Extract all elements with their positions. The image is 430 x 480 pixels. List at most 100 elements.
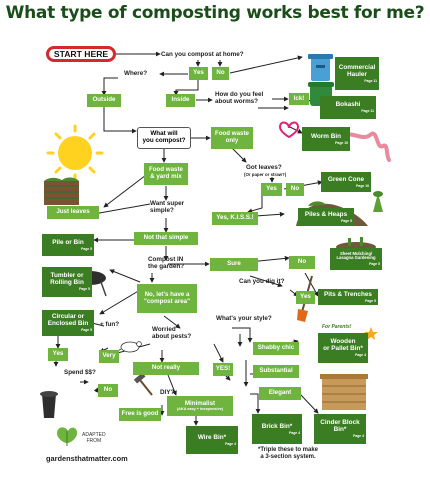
result-piles-heaps-page: Page 5 [341, 218, 352, 223]
answer-not-really: Not really [133, 362, 199, 375]
answer-outside: Outside [87, 94, 121, 107]
answer-substantial: Substantial [253, 365, 299, 378]
triple-footnote: *Triple these to make a 3-section system… [258, 447, 319, 461]
answer-very: Very [99, 350, 119, 363]
result-sheet-mulching-label: Sheet Mulching/ Lasagna Gardening [336, 250, 376, 261]
answer-just-leaves: Just leaves [47, 206, 99, 219]
result-bokashi-page: Page 11 [361, 109, 374, 114]
result-pits-trenches-label: Pits & Trenches [324, 290, 372, 298]
result-sheet-mulching-page: Page 5 [369, 261, 380, 266]
question-pests: Worried about pests? [152, 326, 192, 341]
for-parents-note: For Parents! [322, 324, 352, 330]
question-dig: Can you dig it? [239, 278, 285, 285]
star-icon [364, 327, 378, 340]
question-what-compost: What will you compost? [137, 127, 191, 149]
result-circular-bin: Circular or Enclosed Bin Page 5 [42, 310, 94, 336]
page-title: What type of composting works best for m… [5, 3, 425, 23]
result-pile-or-bin-page: Page 5 [81, 246, 92, 251]
result-wooden-pallet-bin-label: Wooden or Pallet Bin* [323, 338, 363, 353]
answer-minimalist-sub: (AKA easy + inexpensive) [176, 407, 224, 412]
result-bokashi: Bokashi Page 11 [320, 96, 376, 119]
question-what-compost-text: What will you compost? [142, 130, 186, 144]
answer-free-is-good: Free is good [119, 408, 161, 421]
answer-minimalist-label: Minimalist [184, 399, 216, 407]
answer-elegant: Elegant [259, 387, 301, 400]
result-commercial-hauler: Commercial Hauler Page 11 [335, 57, 379, 90]
result-piles-heaps-label: Piles & Heaps [304, 210, 348, 218]
result-commercial-hauler-label: Commercial Hauler [338, 63, 376, 78]
result-wire-bin-label: Wire Bin* [197, 433, 227, 441]
hammer-icon [133, 372, 153, 396]
answer-no-dig: No [289, 256, 315, 269]
result-worm-bin-page: Page 10 [335, 140, 348, 145]
answer-no-home: No [212, 67, 229, 80]
question-where: Where? [124, 70, 148, 77]
result-wire-bin: Wire Bin* Page 4 [186, 426, 238, 454]
answer-yes-pests: Yes [48, 348, 68, 361]
result-wooden-pallet-bin-page: Page 4 [355, 353, 366, 358]
answer-yes-home: Yes [189, 67, 208, 80]
wooden-crate-icon [44, 177, 79, 205]
leaf-logo-icon [57, 427, 78, 446]
result-brick-bin-label: Brick Bin* [261, 422, 293, 430]
sun-icon [46, 124, 104, 182]
result-green-cone-label: Green Cone [327, 175, 365, 183]
answer-no-spend: No [98, 384, 118, 397]
question-garden: Compost IN the garden? [148, 256, 185, 271]
result-worm-bin: Worm Bin Page 10 [302, 127, 350, 151]
green-cone-icon [373, 191, 383, 212]
result-tumbler: Tumbler or Rolling Bin Page 5 [42, 267, 92, 297]
answer-minimalist: Minimalist (AKA easy + inexpensive) [167, 396, 233, 416]
pallet-bin-icon [320, 374, 368, 410]
question-diy: DIY? [160, 389, 175, 396]
result-cinder-block-bin: Cinder Block Bin* Page 4 [314, 414, 366, 444]
result-pits-trenches: Pits & Trenches Page 5 [318, 289, 378, 305]
result-circular-bin-label: Circular or Enclosed Bin [47, 313, 89, 328]
answer-no-leaves: No [286, 183, 304, 196]
answer-sure: Sure [210, 258, 258, 271]
answer-yes-dig: Yes [296, 291, 315, 304]
answer-kiss: Yes, K.I.S.S.! [212, 212, 258, 225]
answer-inside: Inside [166, 94, 195, 107]
answer-food-only: Food waste only [211, 127, 253, 149]
result-commercial-hauler-page: Page 11 [364, 78, 377, 83]
result-circular-bin-page: Page 5 [81, 328, 92, 333]
answer-not-simple: Not that simple [134, 232, 198, 245]
result-green-cone: Green Cone Page 10 [321, 172, 371, 192]
result-piles-heaps: Piles & Heaps Page 5 [298, 208, 354, 226]
result-tumbler-label: Tumbler or Rolling Bin [50, 272, 84, 287]
result-brick-bin-page: Page 4 [289, 430, 300, 435]
result-bokashi-label: Bokashi [335, 101, 361, 109]
start-here-badge: START HERE [46, 46, 116, 62]
question-worms: How do you feel about worms? [215, 91, 264, 106]
answer-ick: Ick! [289, 93, 309, 105]
question-leaves: Got leaves? [246, 164, 282, 171]
question-style: What's your style? [216, 315, 272, 322]
compost-bin-icon [40, 391, 58, 418]
result-cinder-block-bin-page: Page 4 [353, 434, 364, 439]
question-can-home: Can you compost at home? [161, 51, 244, 58]
heart-outline-icon [278, 121, 300, 139]
result-sheet-mulching: Sheet Mulching/ Lasagna Gardening Page 5 [330, 248, 382, 270]
result-wooden-pallet-bin: Wooden or Pallet Bin* Page 4 [318, 333, 368, 363]
answer-shabby-chic: Shabby chic [253, 342, 299, 355]
result-pile-or-bin-label: Pile or Bin [52, 238, 84, 246]
result-worm-bin-label: Worm Bin [310, 132, 342, 140]
answer-no-compost-area: No, let's have a "compost area" [137, 284, 197, 313]
earthworm-icon [335, 131, 391, 162]
answer-yes-leaves: Yes [261, 183, 282, 196]
result-cinder-block-bin-label: Cinder Block Bin* [320, 419, 360, 434]
result-pile-or-bin: Pile or Bin Page 5 [42, 234, 94, 256]
trash-bin-icon [308, 54, 333, 81]
question-spend: Spend $$? [64, 369, 96, 376]
adapted-from-label: ADAPTED FROM [82, 432, 106, 444]
source-url: gardensthatmatter.com [46, 454, 128, 463]
question-leaves-sub: (Or paper or straw?) [244, 172, 287, 177]
question-simple: Want super simple? [150, 200, 185, 215]
result-tumbler-page: Page 5 [79, 287, 90, 292]
result-green-cone-page: Page 10 [356, 183, 369, 188]
result-pits-trenches-page: Page 5 [365, 298, 376, 303]
answer-yes-excl: YES! [213, 363, 233, 376]
answer-food-yard: Food waste & yard mix [144, 163, 188, 185]
